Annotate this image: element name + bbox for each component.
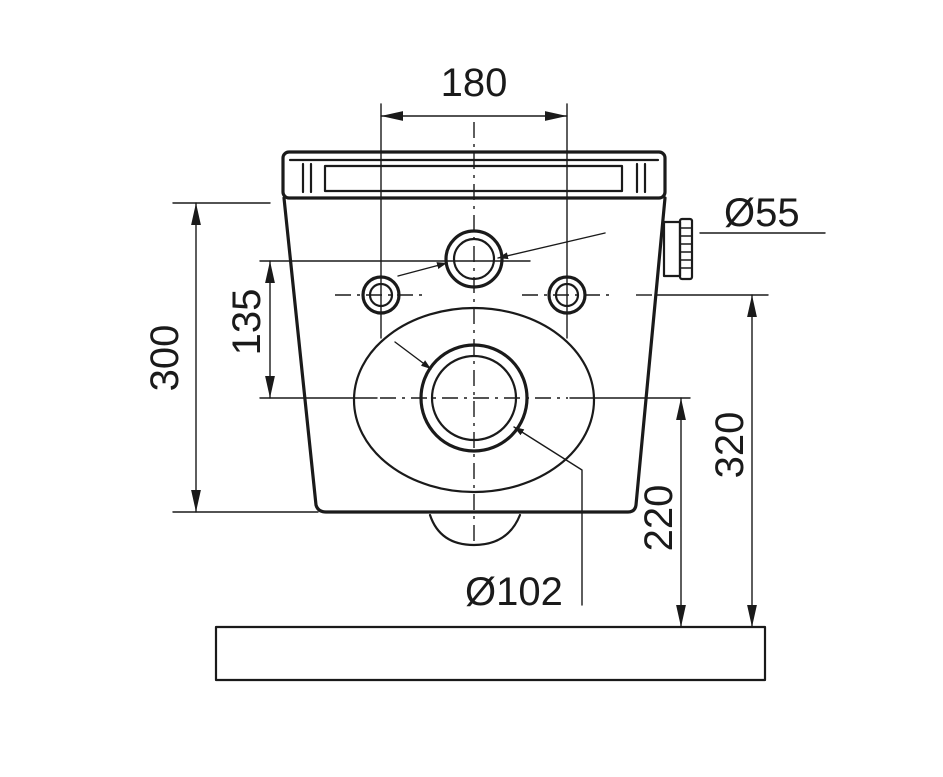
dim-102-label: Ø102 [465, 570, 563, 614]
inlet-connector [662, 217, 694, 281]
dimension-180: 180 [380, 61, 568, 121]
dimension-220: 220 [637, 397, 686, 628]
center-lines [335, 122, 655, 545]
dimension-300: 300 [143, 202, 201, 513]
waste-outlet [428, 513, 522, 547]
leader-55: Ø55 [397, 191, 826, 277]
dim-220-label: 220 [637, 485, 681, 552]
dim-135-label: 135 [225, 289, 269, 356]
floor-slab [214, 625, 767, 682]
bowl-outline [282, 196, 667, 514]
leader-102: Ø102 [394, 341, 583, 614]
dim-180-label: 180 [441, 61, 508, 105]
dim-320-label: 320 [708, 412, 752, 479]
dim-55-label: Ø55 [724, 191, 800, 235]
dim-300-label: 300 [143, 325, 187, 392]
dimension-320: 320 [708, 294, 757, 628]
dimension-135: 135 [225, 260, 275, 399]
